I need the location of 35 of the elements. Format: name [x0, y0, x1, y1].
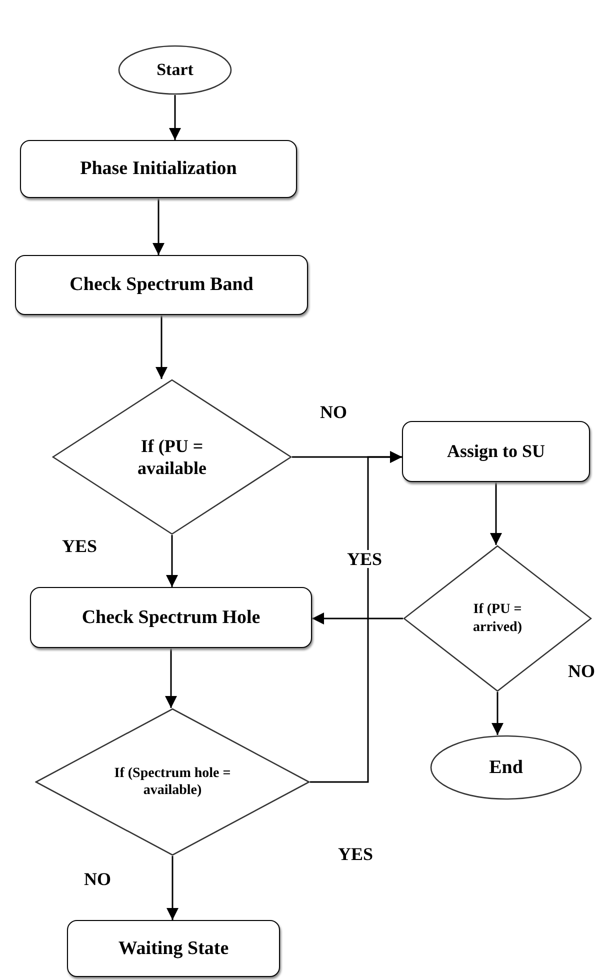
arrow	[492, 692, 504, 735]
node-label: Assign to SU	[446, 440, 546, 463]
node-label: Check Spectrum Hole	[82, 606, 260, 630]
process-box	[402, 421, 590, 482]
node-label: Check Spectrum Band	[70, 273, 254, 297]
arrow	[310, 451, 402, 783]
node-label: Phase Initialization	[80, 157, 237, 181]
edge-label: YES	[345, 550, 384, 568]
node-label: Waiting State	[118, 936, 229, 960]
arrow	[490, 482, 502, 545]
arrow	[156, 315, 168, 379]
arrow	[152, 198, 164, 255]
node-label: If (PU = available	[136, 434, 208, 480]
arrow	[312, 612, 403, 624]
node-label: End	[489, 756, 523, 780]
arrow	[169, 95, 181, 140]
arrow	[165, 648, 177, 708]
terminal-ellipse	[430, 735, 582, 800]
node-label: If (Spectrum hole = available)	[113, 764, 232, 800]
process-box	[67, 920, 280, 977]
process-box	[20, 140, 297, 198]
decision-diamond	[52, 379, 292, 535]
edge-label: NO	[318, 403, 349, 421]
decision-diamond	[35, 708, 310, 856]
arrow	[166, 535, 178, 587]
edge-label: YES	[60, 537, 100, 555]
node-label: If (PU = arrived)	[472, 601, 523, 636]
branch-label: YES	[338, 845, 374, 863]
process-box	[30, 587, 312, 648]
node-label: Start	[156, 59, 194, 81]
process-box	[15, 255, 308, 315]
edge-label: NO	[566, 662, 597, 680]
edge-label: NO	[82, 870, 113, 888]
arrow	[166, 856, 178, 920]
terminal-ellipse	[118, 45, 232, 95]
